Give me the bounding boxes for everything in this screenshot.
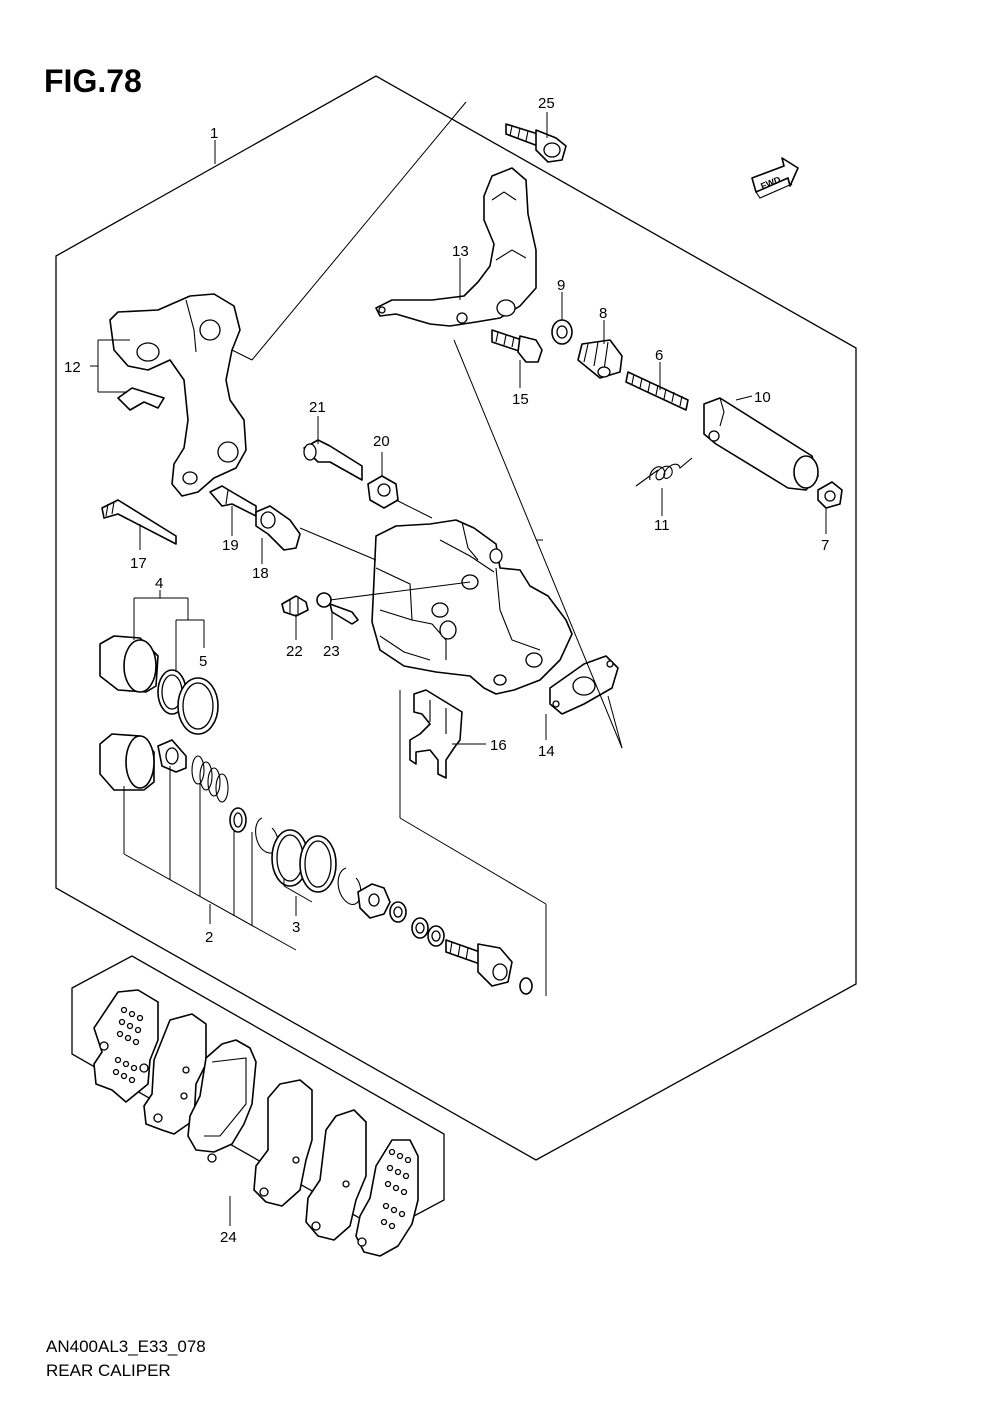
pin-21 [303,439,363,481]
callout-2: 2 [205,929,213,946]
callout-5: 5 [199,653,207,670]
adjuster-nut [357,883,391,919]
callout-7: 7 [821,537,829,554]
callout-labels: 1 2 3 4 5 6 7 8 9 10 11 12 13 14 15 16 1… [64,95,829,1246]
figure-title: FIG.78 [44,63,142,99]
camshaft-10 [703,397,819,491]
callout-17: 17 [130,555,147,572]
explode-lines [231,101,623,996]
bolt-15 [491,329,543,363]
callout-18: 18 [252,565,269,582]
figure-code: AN400AL3_E33_078 [46,1337,206,1356]
spring-11 [635,457,693,487]
boot-18 [255,505,301,551]
pin-19 [209,485,257,517]
bleeder-cap-23 [316,592,359,625]
bleeder-22 [281,595,309,617]
pad-spring-16 [409,689,463,779]
pushrod [157,739,187,773]
piston-4 [99,635,159,693]
piston-2 [99,733,155,791]
pad-plate-b [253,1079,313,1207]
parking-lever [375,167,537,327]
callout-10: 10 [754,389,771,406]
adjuster-rod [445,939,513,987]
gasket-14 [549,655,619,715]
fwd-arrow-icon: FWD [751,157,799,199]
pad-plate-c [305,1109,367,1241]
callout-23: 23 [323,643,340,660]
caliper-body [371,519,573,695]
callout-3: 3 [292,919,300,936]
callout-20: 20 [373,433,390,450]
caliper-bracket [109,293,247,497]
pad-shim-inner [355,1139,419,1257]
boot-20 [367,475,399,509]
adjuster-8 [577,339,623,379]
pin-17 [101,499,177,545]
pad-kit-frame [71,955,445,1233]
bracket-clip [117,387,165,411]
callout-11: 11 [654,517,670,534]
adjuster-screw-6 [625,371,689,411]
spring-coil [191,755,229,803]
callout-22: 22 [286,643,303,660]
callout-4: 4 [155,575,163,592]
callout-19: 19 [222,537,239,554]
brake-pad-a [187,1039,257,1163]
callout-25: 25 [538,95,555,112]
callout-14: 14 [538,743,555,760]
assembly-frame [55,75,857,1161]
callout-6: 6 [655,347,663,364]
washer-d [519,977,533,995]
callout-12: 12 [64,359,81,376]
callout-21: 21 [309,399,326,416]
callout-1: 1 [210,125,218,142]
callout-24: 24 [220,1229,237,1246]
nut-7 [817,481,843,509]
leader-lines [90,112,827,1226]
bolt-25 [505,123,567,163]
callout-16: 16 [490,737,507,754]
callout-13: 13 [452,243,469,260]
callout-9: 9 [557,277,565,294]
pad-shim-outer [93,989,159,1103]
figure-name: REAR CALIPER [46,1361,171,1380]
circlip-b [337,867,362,905]
callout-8: 8 [599,305,607,322]
callout-15: 15 [512,391,529,408]
